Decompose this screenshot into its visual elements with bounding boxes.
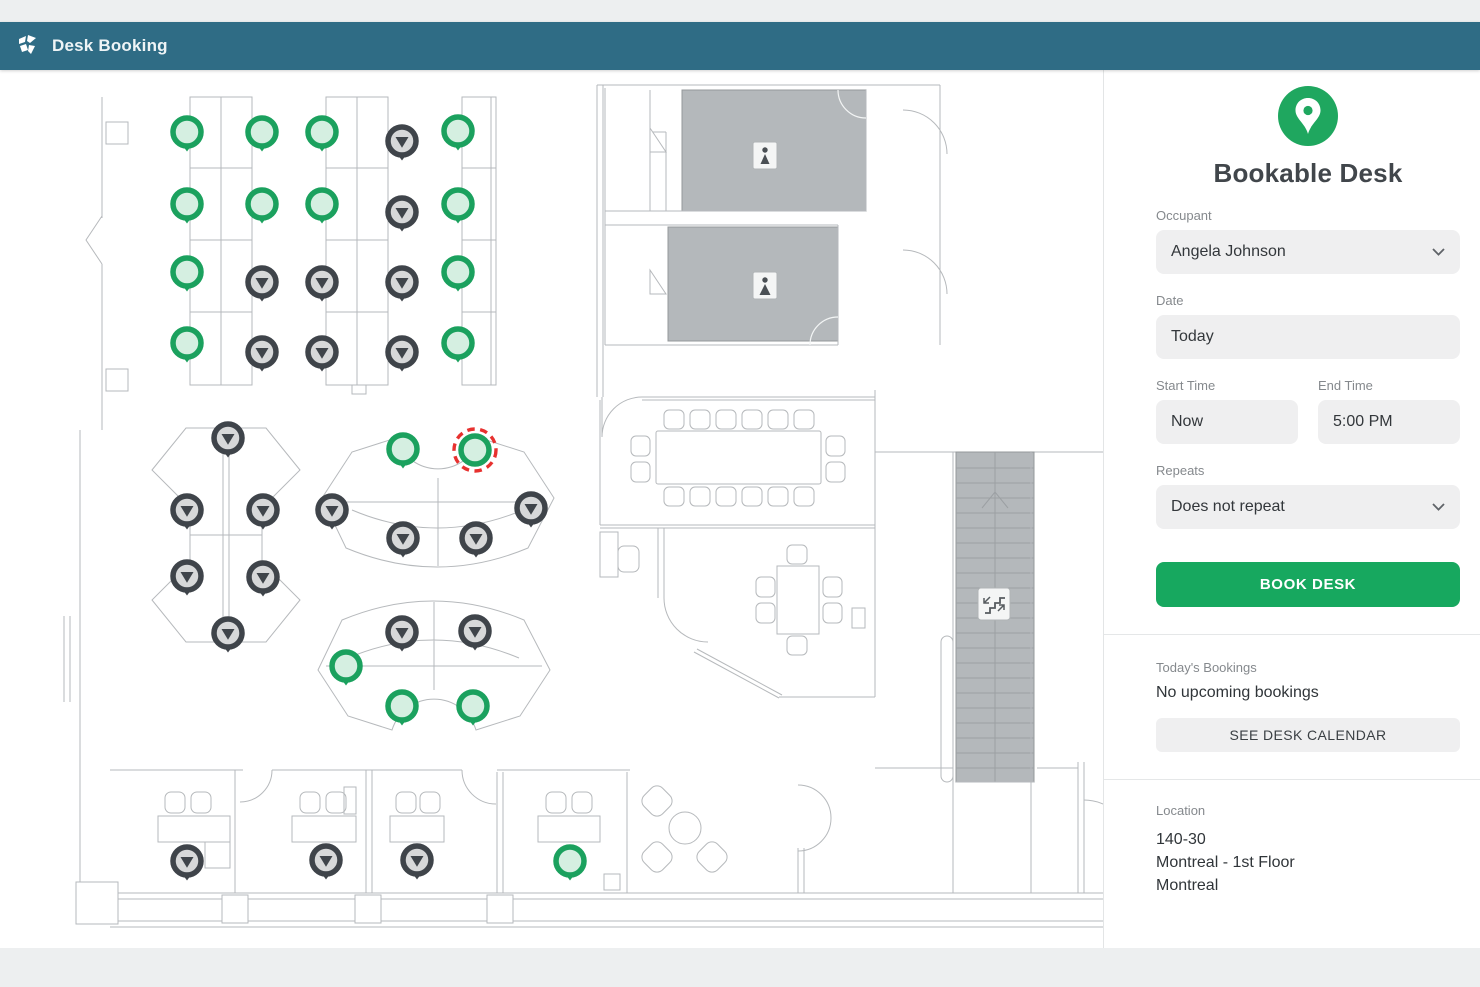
desk-pin-booked[interactable] [211,421,245,458]
desk-pin-booked[interactable] [309,843,343,880]
stairs-icon [977,587,1011,621]
desk-pin-booked[interactable] [305,335,339,372]
desk-pin-booked[interactable] [315,493,349,530]
desk-pin-booked[interactable] [385,265,419,302]
desk-pin-booked[interactable] [400,843,434,880]
desk-pin-available[interactable] [441,187,475,224]
stairs [940,451,1035,893]
repeats-label: Repeats [1156,463,1205,478]
location-label: Location [1156,803,1206,818]
book-desk-button[interactable]: BOOK DESK [1156,562,1460,607]
sidebar-divider [1104,779,1480,780]
desk-pin-available[interactable] [305,115,339,152]
app-title: Desk Booking [52,36,168,55]
desk-pin-selected[interactable] [452,427,498,473]
repeats-value: Does not repeat [1171,498,1285,515]
desk-pin-booked[interactable] [514,491,548,528]
date-input[interactable]: Today [1156,315,1460,359]
desk-pin-available[interactable] [441,326,475,363]
desk-pin-booked[interactable] [459,521,493,558]
desk-pin-booked[interactable] [170,844,204,881]
desk-pin-booked[interactable] [170,559,204,596]
chevron-down-icon [1432,503,1445,511]
start-time-value: Now [1171,413,1204,430]
desk-pin-booked[interactable] [170,493,204,530]
repeats-select[interactable]: Does not repeat [1156,485,1460,529]
occupant-value: Angela Johnson [1171,243,1286,260]
start-time-label: Start Time [1156,378,1216,393]
bathrooms [604,88,948,346]
booking-sidebar: Bookable Desk Occupant Angela Johnson Da… [1103,70,1480,948]
see-desk-calendar-button[interactable]: SEE DESK CALENDAR [1156,718,1460,752]
robin-logo-icon [19,35,36,54]
end-time-input[interactable]: 5:00 PM [1318,400,1460,444]
chevron-down-icon [1432,248,1445,256]
end-time-label: End Time [1318,378,1373,393]
meeting-room [599,528,875,699]
desk-pin-booked[interactable] [246,493,280,530]
start-time-input[interactable]: Now [1156,400,1298,444]
desk-pin-available[interactable] [386,432,420,469]
location-lines: 140-30 Montreal - 1st Floor Montreal [1156,828,1460,897]
bookings-empty-text: No upcoming bookings [1156,684,1319,701]
womens-room-person-icon [752,271,778,300]
desk-pin-booked[interactable] [385,195,419,232]
desk-pins-layer [170,114,587,881]
desk-pin-booked[interactable] [246,560,280,597]
location-line: 140-30 [1156,831,1206,848]
desk-pin-available[interactable] [170,187,204,224]
desk-pin-booked[interactable] [385,124,419,161]
occupant-label: Occupant [1156,208,1212,223]
walls [63,84,1103,928]
floorplan [0,70,1103,948]
desk-pin-available[interactable] [170,115,204,152]
occupant-select[interactable]: Angela Johnson [1156,230,1460,274]
panel-title: Bookable Desk [1213,158,1403,188]
date-value: Today [1171,328,1214,345]
desk-pin-booked[interactable] [245,335,279,372]
desk-pin-booked[interactable] [385,615,419,652]
sidebar-divider [1104,634,1480,635]
end-time-value: 5:00 PM [1333,413,1393,430]
desk-pin-available[interactable] [245,187,279,224]
location-line: Montreal [1156,877,1219,894]
desk-pin-available[interactable] [385,689,419,726]
desk-pin-available[interactable] [245,115,279,152]
desk-pin-booked[interactable] [386,521,420,558]
desk-pin-booked[interactable] [305,265,339,302]
desk-pod-left [151,427,301,643]
app-header: Desk Booking [0,22,1480,70]
date-label: Date [1156,293,1184,308]
desk-pin-available[interactable] [170,326,204,363]
desk-pin-booked[interactable] [245,265,279,302]
desk-pin-available[interactable] [329,649,363,686]
desk-pin-available[interactable] [456,689,490,726]
desk-pin-available[interactable] [441,255,475,292]
mens-room-person-icon [752,141,778,170]
desk-pin-booked[interactable] [458,614,492,651]
page-gutter-top [0,0,1480,22]
lounge [641,784,832,893]
desk-pin-available[interactable] [170,255,204,292]
offices [110,762,1103,893]
desk-pin-booked[interactable] [211,616,245,653]
todays-bookings-label: Today's Bookings [1156,660,1257,675]
location-line: Montreal - 1st Floor [1156,854,1295,871]
main-content: Bookable Desk Occupant Angela Johnson Da… [0,70,1480,948]
desk-pin-available[interactable] [441,114,475,151]
conference-room [599,390,1103,697]
bookable-desk-pin-icon [1156,86,1460,146]
page-gutter-bottom [0,948,1480,987]
desk-pin-booked[interactable] [385,335,419,372]
floorplan-svg [63,84,1103,928]
desk-grid [189,96,497,395]
desk-pin-available[interactable] [553,844,587,881]
desk-pin-available[interactable] [305,187,339,224]
